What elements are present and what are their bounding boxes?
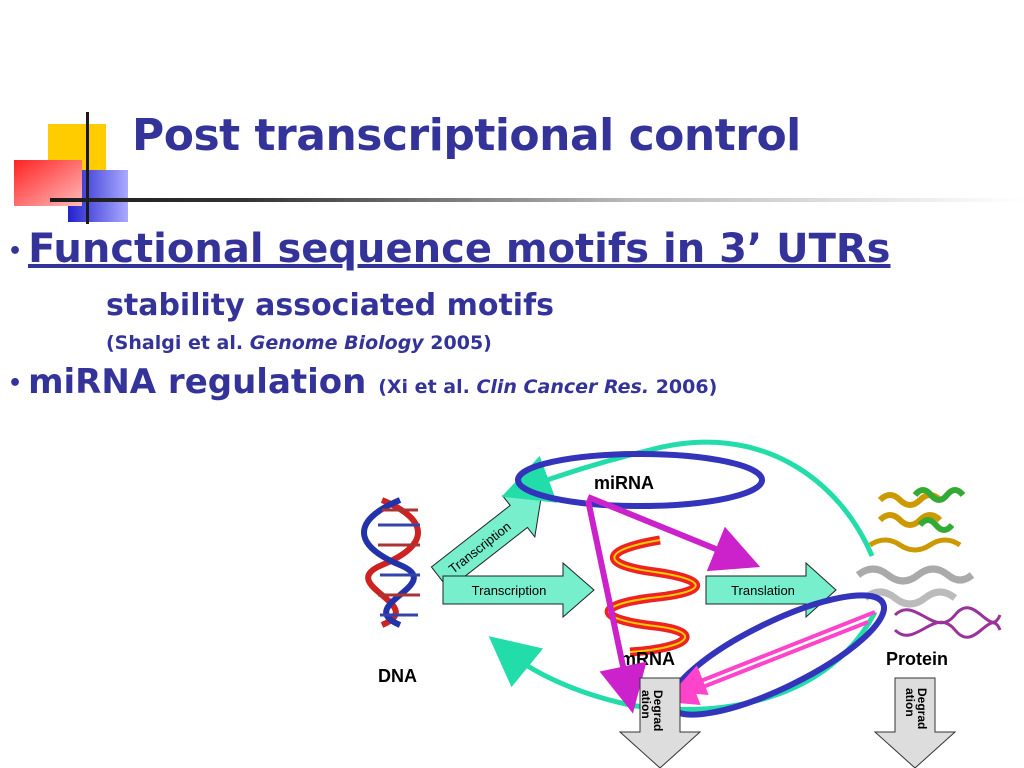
degradation-mrna-line1: Degrad: [651, 690, 665, 731]
arrow-translation: Translation: [705, 561, 837, 619]
reference-1-open: (Shalgi et al.: [106, 332, 250, 354]
deco-vertical-line: [86, 112, 89, 224]
degradation-protein-line2: ation: [903, 688, 917, 717]
label-dna: DNA: [378, 666, 417, 686]
arrow-transcription: Transcription: [442, 561, 595, 619]
title-rule: [50, 198, 1024, 202]
reference-1-close: 2005): [423, 332, 492, 354]
label-mirna: miRNA: [594, 473, 654, 493]
label-protein: Protein: [886, 649, 948, 669]
degradation-arrow-mrna: Degrad ation: [618, 677, 702, 768]
reference-2-open: (Xi et al.: [378, 376, 477, 398]
reference-2-journal: Clin Cancer Res.: [476, 376, 650, 398]
label-mrna: mRNA: [620, 649, 675, 669]
protein-structure-icon: [855, 487, 1002, 639]
reference-1: (Shalgi et al. Genome Biology 2005): [106, 332, 492, 354]
slide-title: Post transcriptional control: [132, 110, 801, 161]
magenta-arrow-to-degradation: [585, 499, 647, 714]
bullet-1: •Functional sequence motifs in 3’ UTRs: [8, 226, 890, 272]
bullet-dot: •: [8, 371, 23, 396]
degradation-mrna-line2: ation: [639, 690, 653, 719]
pink-arrow-upper: [673, 610, 876, 695]
dna-helix-icon: [361, 497, 421, 628]
teal-arrow-bottom: [488, 610, 878, 712]
sub-bullet-1: stability associated motifs: [106, 288, 554, 323]
bullet-dot: •: [8, 238, 23, 264]
reference-1-journal: Genome Biology: [249, 332, 424, 354]
teal-arrow-top: [501, 439, 875, 557]
arrow-translation-label: Translation: [731, 583, 795, 598]
bullet-2-text: miRNA regulation: [28, 362, 379, 402]
pink-arrow-lower: [665, 620, 869, 706]
mrna-icon: [604, 535, 701, 657]
bullet-2: •miRNA regulation (Xi et al. Clin Cancer…: [8, 362, 717, 402]
magenta-arrow-to-translation: [586, 494, 761, 572]
mrna-highlight: [608, 539, 697, 653]
mirna-ellipse: [515, 451, 765, 509]
reference-2-close: 2006): [649, 376, 718, 398]
arrow-transcription-label: Transcription: [472, 583, 547, 598]
degradation-arrow-protein: Degrad ation: [873, 677, 957, 768]
reference-2: (Xi et al. Clin Cancer Res. 2006): [378, 376, 717, 398]
bullet-1-text: Functional sequence motifs in 3’ UTRs: [28, 226, 891, 272]
degradation-protein-line1: Degrad: [915, 688, 929, 729]
